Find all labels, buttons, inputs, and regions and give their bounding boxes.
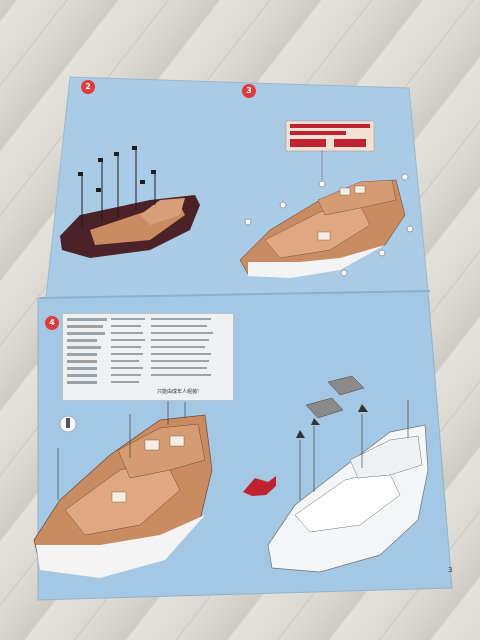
safety-legend-box: 只能由成年人组装! [62,313,234,401]
step-3-badge [242,84,256,98]
step-2-badge [81,80,95,94]
step-3-ship [239,150,414,278]
step-4-number: 4 [49,318,55,327]
legend-rows [67,318,213,384]
step-4-grates [305,375,365,419]
step-4-white-ship [267,400,429,573]
legend-chinese-warning: 只能由成年人组装! [157,389,200,395]
page-number: 3 [448,566,453,574]
step-4-badge [45,316,59,330]
step-2-number: 2 [85,82,91,91]
step-2-ship [60,146,200,258]
step-4-pin [59,415,77,433]
step-3-number: 3 [246,86,252,95]
step-3-sticker-sheet [285,120,375,152]
page-fold [39,290,431,299]
step-4-red-part [243,476,276,496]
step-4-tan-ship [33,398,213,578]
